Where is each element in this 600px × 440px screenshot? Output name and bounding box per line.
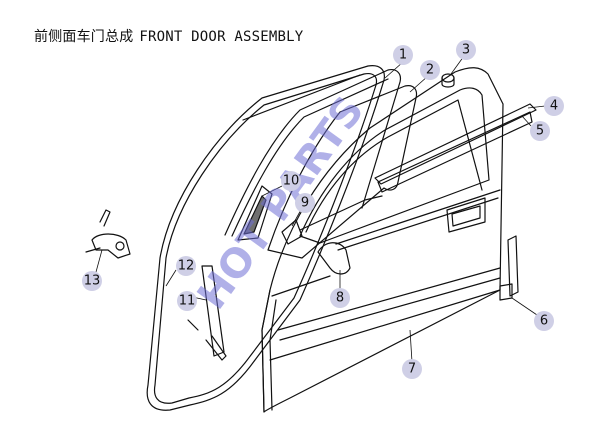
- svg-text:13: 13: [84, 274, 101, 289]
- door-stopper: [441, 73, 455, 88]
- regulator-bracket: [281, 195, 383, 245]
- callout-3: 3: [456, 40, 476, 60]
- outside-handle: [317, 189, 501, 275]
- callout-7: 7: [402, 359, 422, 379]
- svg-text:1: 1: [399, 48, 407, 63]
- callout-4: 4: [544, 96, 564, 116]
- callout-10: 10: [281, 171, 301, 191]
- svg-text:2: 2: [426, 63, 434, 78]
- quarter-window: [237, 185, 273, 241]
- title-chinese: 前侧面车门总成: [34, 29, 134, 45]
- svg-text:10: 10: [283, 174, 300, 189]
- callout-6: 6: [534, 311, 554, 331]
- callout-5: 5: [530, 121, 550, 141]
- leader-lines: [95, 55, 546, 363]
- watermark: HOT PARTS: [189, 88, 373, 318]
- svg-text:3: 3: [462, 43, 470, 58]
- svg-text:7: 7: [408, 362, 416, 377]
- door-shell: [261, 67, 504, 413]
- door-weatherstrip: [146, 65, 385, 411]
- svg-text:6: 6: [540, 314, 548, 329]
- belt-moulding: [374, 103, 537, 193]
- callout-2: 2: [420, 60, 440, 80]
- page-title: 前侧面车门总成 FRONT DOOR ASSEMBLY: [34, 26, 303, 46]
- door-hinge: [85, 209, 131, 259]
- door-lock: [499, 235, 519, 301]
- svg-text:9: 9: [301, 196, 309, 211]
- svg-text:HOT PARTS: HOT PARTS: [189, 88, 373, 318]
- svg-text:12: 12: [178, 259, 195, 274]
- title-english: FRONT DOOR ASSEMBLY: [139, 29, 304, 45]
- callout-9: 9: [295, 193, 315, 213]
- run-channel: [187, 265, 227, 361]
- callout-1: 1: [393, 45, 413, 65]
- callout-12: 12: [176, 256, 196, 276]
- svg-text:4: 4: [550, 99, 558, 114]
- svg-text:5: 5: [536, 124, 544, 139]
- callout-11: 11: [177, 291, 197, 311]
- window-frame-seal: [224, 69, 402, 237]
- callout-13: 13: [82, 271, 102, 291]
- callout-8: 8: [330, 288, 350, 308]
- svg-text:11: 11: [179, 294, 196, 309]
- svg-text:8: 8: [336, 291, 344, 306]
